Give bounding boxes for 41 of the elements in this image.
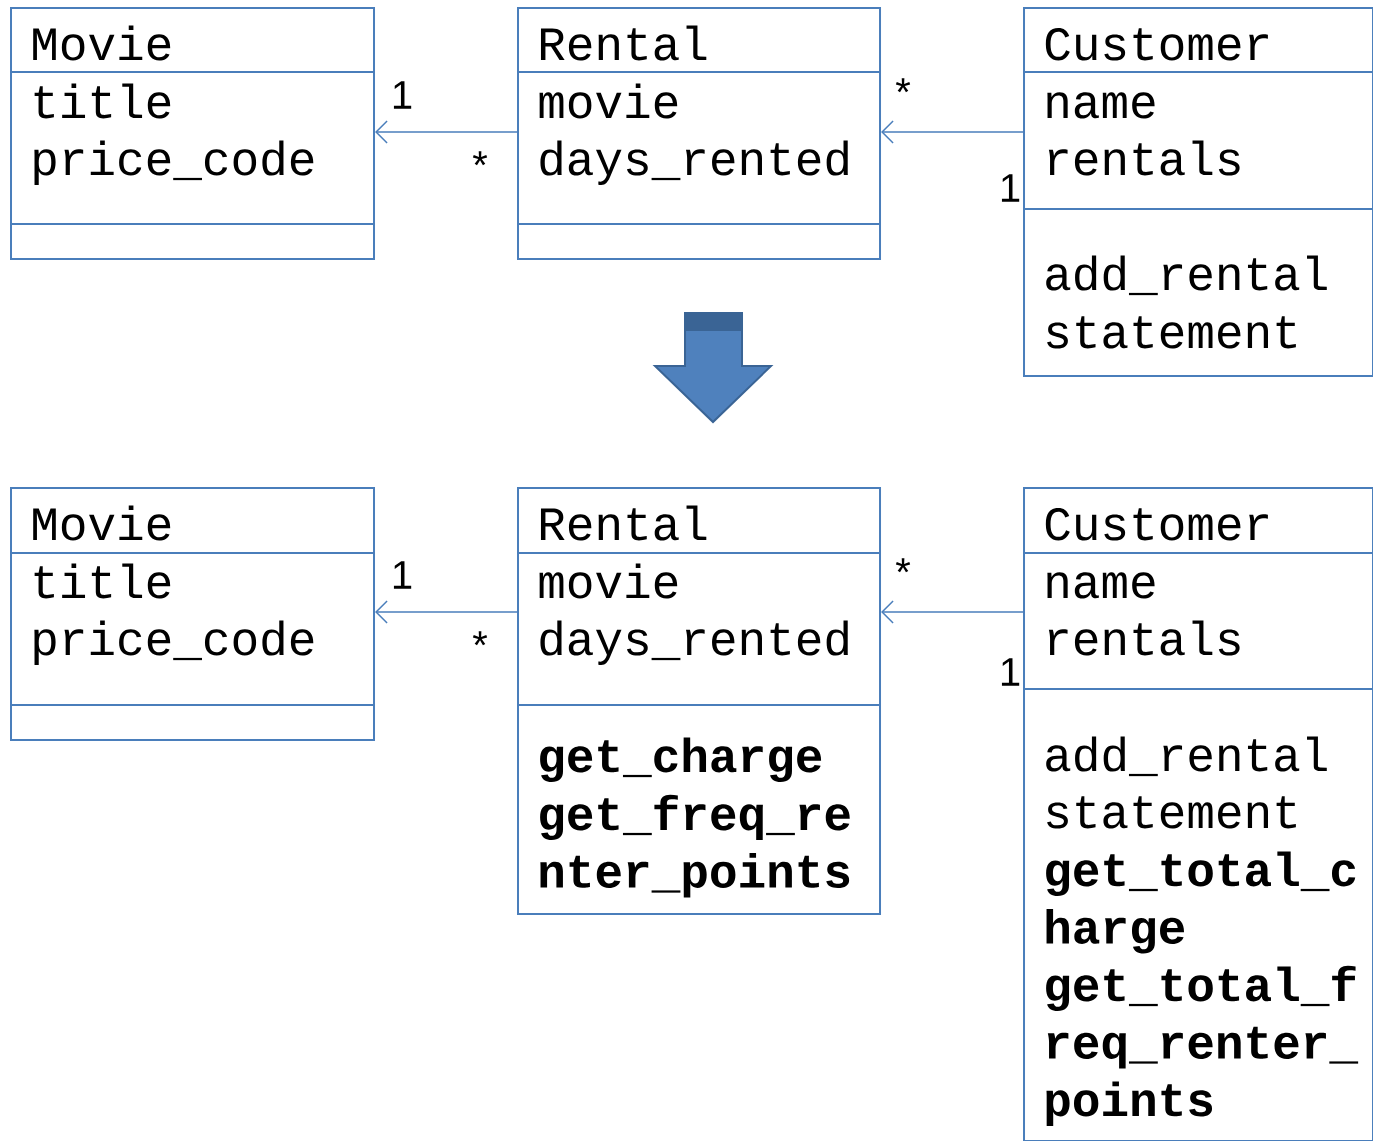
attribute-text: title [34, 563, 171, 599]
association-arrow [375, 600, 518, 624]
class-box [516, 7, 881, 260]
method-text: get_charge [540, 737, 822, 783]
attribute-text: name [1047, 572, 1155, 599]
class-name: Customer [1045, 28, 1268, 61]
class-box [1022, 7, 1373, 377]
class-name: Movie [33, 25, 171, 61]
attribute-text: movie [539, 83, 678, 119]
multiplicity-label: * [895, 558, 911, 573]
class-box [9, 487, 375, 741]
attribute-text: movie [539, 563, 678, 599]
class-name: Customer [1045, 508, 1268, 541]
method-text: get_total_freq_renter_points [1046, 965, 1359, 1126]
attribute-text: rentals [1048, 140, 1240, 176]
multiplicity-label: * [472, 151, 488, 166]
multiplicity-label: * [895, 78, 911, 93]
method-text: add_rental [1046, 736, 1327, 777]
method-text: statement [1047, 796, 1296, 829]
class-name: Movie [33, 505, 171, 541]
association-arrow [881, 600, 1024, 624]
method-text: statement [1047, 316, 1296, 349]
class-box [516, 487, 881, 915]
class-name: Rental [540, 505, 707, 541]
method-text: add_rental [1046, 255, 1327, 296]
multiplicity-label: * [472, 631, 488, 646]
multiplicity-label: 1 [393, 561, 412, 589]
association-arrow [881, 120, 1024, 144]
attribute-text: price_code [34, 620, 314, 665]
attribute-text: price_code [34, 140, 314, 185]
attribute-text: title [34, 83, 171, 119]
class-box [9, 7, 375, 260]
attribute-text: days_rented [540, 140, 848, 185]
association-arrow [375, 120, 518, 144]
multiplicity-label: 1 [393, 81, 412, 109]
class-name: Rental [540, 25, 707, 61]
attribute-text: rentals [1048, 620, 1240, 656]
method-text: get_freq_renter_points [540, 794, 850, 898]
attribute-text: days_rented [540, 620, 848, 665]
attribute-text: name [1047, 92, 1155, 119]
class-box [1022, 487, 1373, 1141]
